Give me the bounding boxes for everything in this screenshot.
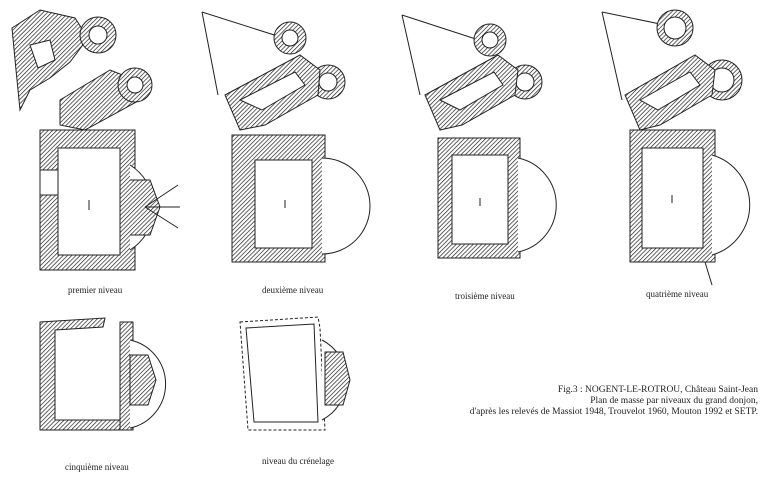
level-label-troisieme: troisième niveau	[455, 291, 515, 301]
caption-title: Fig.3 : NOGENT-LE-ROTROU, Château Saint-…	[557, 385, 758, 395]
level-label-cinquieme: cinquième niveau	[65, 462, 129, 472]
plan-premier-niveau	[11, 9, 180, 271]
level-label-premier: premier niveau	[68, 285, 123, 295]
level-label-crenelage: niveau du crénelage	[262, 456, 334, 466]
plan-cinquieme-niveau	[39, 317, 167, 431]
caption-sources: d'après les relevés de Massiot 1948, Tro…	[469, 407, 758, 417]
plan-niveau-du-crenelage	[239, 316, 351, 431]
plan-deuxieme-niveau	[201, 11, 371, 263]
plan-quatrieme-niveau	[601, 9, 751, 286]
caption-subtitle: Plan de masse par niveaux du grand donjo…	[590, 396, 758, 406]
figure-caption: Fig.3 : NOGENT-LE-ROTROU, Château Saint-…	[470, 385, 758, 418]
plan-troisieme-niveau	[401, 14, 557, 259]
level-label-deuxieme: deuxième niveau	[262, 285, 324, 295]
level-label-quatrieme: quatrième niveau	[646, 289, 709, 299]
